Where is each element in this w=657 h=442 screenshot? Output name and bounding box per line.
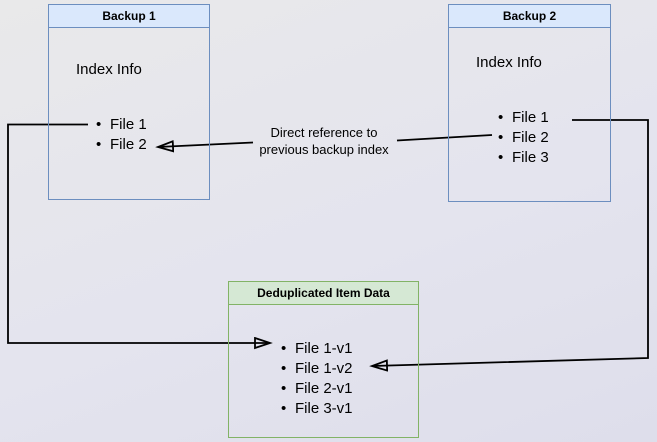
dedup-item: File 1-v1 [281,339,353,359]
backup1-title: Backup 1 [49,5,209,28]
arrow-backup2-to-backup1-left-segment [158,143,254,148]
backup1-box: Backup 1 Index Info File 1 File 2 [48,4,210,200]
backup2-file-item: File 2 [498,128,549,148]
dedup-item: File 2-v1 [281,379,353,399]
backup2-file-list: File 1 File 2 File 3 [498,108,549,168]
backup2-box: Backup 2 Index Info File 1 File 2 File 3 [448,4,611,202]
backup1-file-list: File 1 File 2 [96,115,147,155]
edge-label-line1: Direct reference to [270,125,378,140]
edge-label-direct-reference: Direct reference to previous backup inde… [238,124,410,158]
dedup-item: File 1-v2 [281,359,353,379]
backup2-file-item: File 1 [498,108,549,128]
backup2-file-item: File 3 [498,148,549,168]
arrow-backup2-to-backup1-right-segment [396,134,493,142]
backup1-file-item: File 2 [96,135,147,155]
dedup-item-list: File 1-v1 File 1-v2 File 2-v1 File 3-v1 [281,339,353,419]
backup1-file-item: File 1 [96,115,147,135]
dedup-box: Deduplicated Item Data File 1-v1 File 1-… [228,281,419,438]
dedup-title: Deduplicated Item Data [229,282,418,305]
backup2-index-info-label: Index Info [476,54,542,71]
edge-label-line2: previous backup index [259,142,389,157]
dedup-item: File 3-v1 [281,399,353,419]
backup1-index-info-label: Index Info [76,61,142,78]
backup2-title: Backup 2 [449,5,610,28]
